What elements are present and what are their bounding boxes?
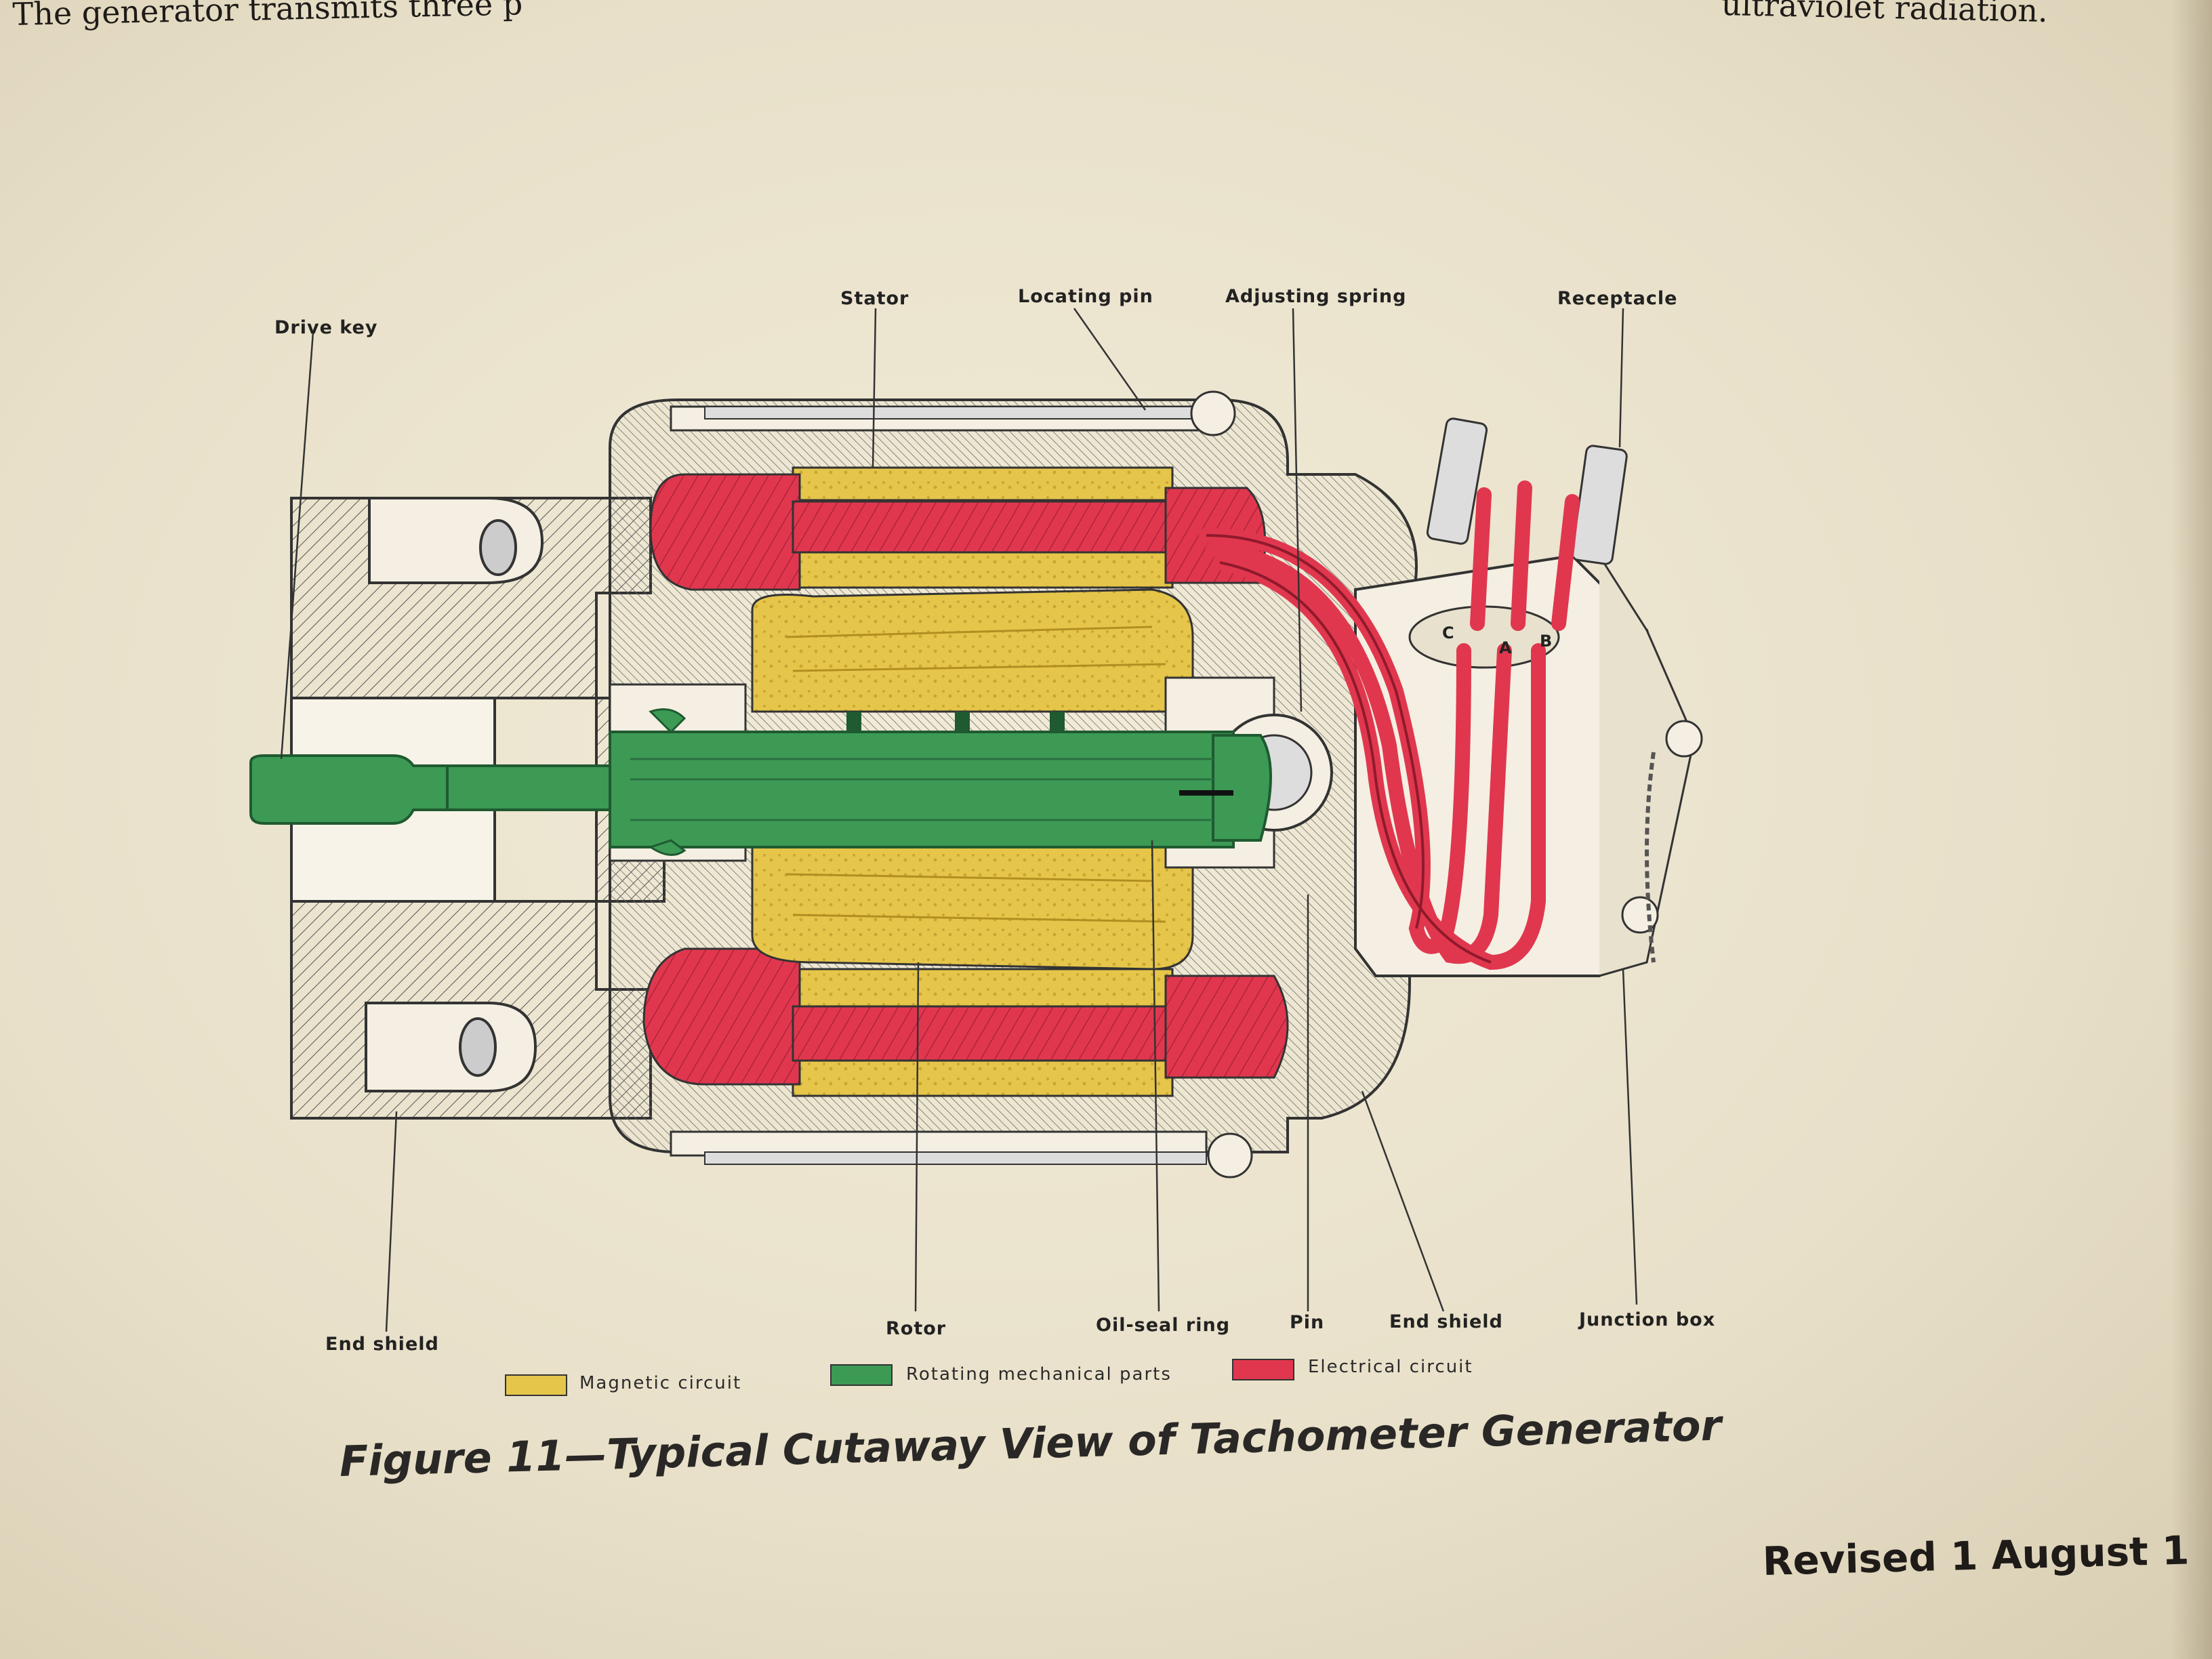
label-junction-box: Junction box (1579, 1309, 1716, 1330)
leader-lines (280, 308, 1638, 1332)
terminal-b-label: B (1540, 632, 1553, 651)
label-adjusting-spring: Adjusting spring (1225, 286, 1407, 307)
legend-label-rotating: Rotating mechanical parts (906, 1364, 1172, 1385)
electrical-leads-shade (1206, 534, 1492, 964)
label-oil-seal-ring: Oil-seal ring (1096, 1315, 1231, 1336)
label-drive-key: Drive key (274, 317, 378, 338)
book-spine-shadow (2171, 0, 2212, 1659)
legend-swatch-magnetic (505, 1374, 567, 1396)
label-rotor: Rotor (886, 1318, 947, 1339)
label-locating-pin: Locating pin (1018, 286, 1153, 307)
stator-coils (642, 473, 1289, 1086)
legend-label-magnetic: Magnetic circuit (579, 1373, 742, 1393)
legend-swatch-electrical (1232, 1359, 1294, 1380)
label-end-shield-left: End shield (325, 1334, 439, 1355)
label-stator: Stator (840, 288, 909, 309)
legend-swatch-rotating (830, 1364, 893, 1386)
legend-label-electrical: Electrical circuit (1308, 1357, 1473, 1377)
terminal-c-label: C (1442, 623, 1455, 642)
label-receptacle: Receptacle (1557, 288, 1678, 309)
label-end-shield-right: End shield (1389, 1311, 1503, 1332)
rotor-core (751, 588, 1194, 970)
terminal-a-label: A (1499, 638, 1513, 657)
label-pin: Pin (1290, 1312, 1325, 1333)
shaft-drive-key (249, 708, 1272, 856)
